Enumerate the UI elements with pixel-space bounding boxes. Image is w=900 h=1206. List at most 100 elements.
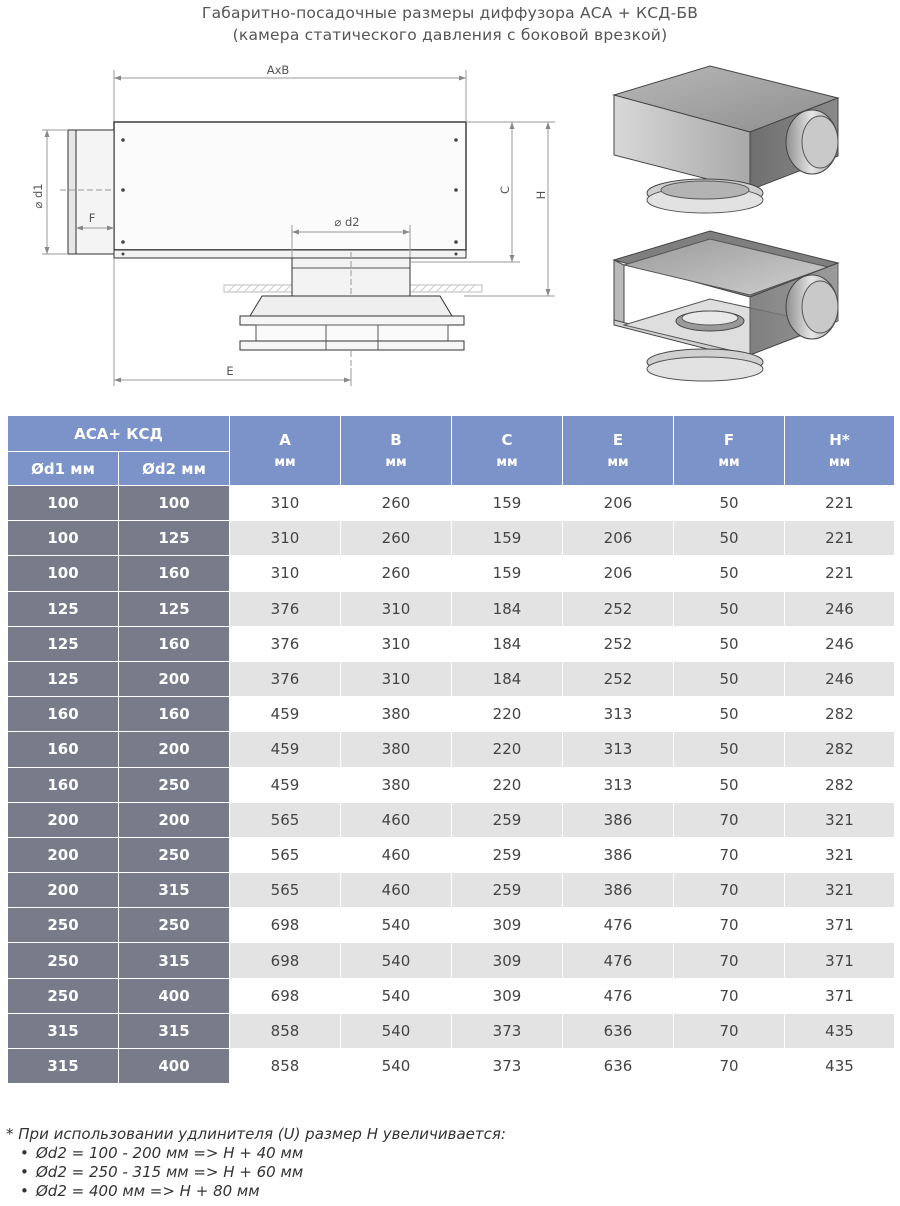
table-cell: 321	[784, 872, 895, 909]
table-key-cell: 200	[7, 836, 119, 874]
plenum-render-closed	[612, 65, 840, 214]
table-cell: 435	[784, 1047, 895, 1085]
table-cell: 540	[340, 1047, 452, 1085]
dim-label-axb: AxB	[267, 63, 290, 77]
table-cell: 313	[562, 731, 674, 768]
table-cell: 260	[340, 484, 452, 522]
table-key-cell: 250	[118, 766, 230, 803]
table-cell: 459	[229, 766, 341, 803]
dimension-drawing: AxB ⌀ d1 F ⌀ d2 C H E	[31, 63, 555, 386]
dim-label-h: H	[534, 191, 548, 200]
table-cell: 221	[784, 520, 895, 557]
table-key-cell: 160	[118, 625, 230, 662]
table-cell: 380	[340, 731, 452, 768]
table-cell: 159	[451, 555, 563, 592]
table-cell: 70	[673, 872, 785, 909]
table-cell: 246	[784, 625, 895, 662]
dim-label-c: C	[498, 186, 512, 194]
table-key-cell: 315	[7, 1012, 119, 1050]
table-cell: 540	[340, 1012, 452, 1050]
dim-label-d2: ⌀ d2	[334, 215, 359, 229]
table-cell: 636	[562, 1047, 674, 1085]
table-cell: 476	[562, 942, 674, 979]
table-cell: 376	[229, 660, 341, 698]
table-cell: 50	[673, 484, 785, 522]
table-cell: 310	[229, 484, 341, 522]
table-cell: 321	[784, 801, 895, 838]
table-key-cell: 200	[118, 731, 230, 768]
table-cell: 371	[784, 907, 895, 944]
table-cell: 70	[673, 801, 785, 838]
table-cell: 380	[340, 766, 452, 803]
table-cell: 252	[562, 625, 674, 662]
table-cell: 565	[229, 872, 341, 909]
table-cell: 159	[451, 520, 563, 557]
table-key-cell: 100	[7, 484, 119, 522]
table-cell: 310	[229, 520, 341, 557]
table-cell: 386	[562, 801, 674, 838]
footnote-item: •Ød2 = 400 мм => H + 80 мм	[20, 1182, 260, 1200]
plenum-render-cutaway	[612, 230, 840, 382]
footnote-item: •Ød2 = 100 - 200 мм => H + 40 мм	[20, 1144, 304, 1162]
table-cell: 50	[673, 555, 785, 592]
table-cell: 376	[229, 625, 341, 662]
table-cell: 184	[451, 660, 563, 698]
table-cell: 252	[562, 590, 674, 627]
table-cell: 459	[229, 731, 341, 768]
table-cell: 698	[229, 942, 341, 979]
table-cell: 309	[451, 977, 563, 1014]
table-key-cell: 200	[7, 872, 119, 909]
table-cell: 252	[562, 660, 674, 698]
table-key-cell: 315	[118, 942, 230, 979]
table-cell: 309	[451, 907, 563, 944]
dim-label-e: E	[226, 364, 233, 378]
table-cell: 386	[562, 836, 674, 874]
table-cell: 540	[340, 907, 452, 944]
table-cell: 460	[340, 872, 452, 909]
table-cell: 246	[784, 660, 895, 698]
table-cell: 310	[340, 625, 452, 662]
table-cell: 321	[784, 836, 895, 874]
table-cell: 184	[451, 625, 563, 662]
table-key-cell: 100	[7, 520, 119, 557]
table-cell: 565	[229, 801, 341, 838]
table-cell: 70	[673, 836, 785, 874]
table-cell: 259	[451, 801, 563, 838]
table-cell: 260	[340, 520, 452, 557]
table-cell: 310	[340, 660, 452, 698]
table-cell: 50	[673, 660, 785, 698]
table-key-cell: 250	[7, 977, 119, 1014]
table-key-cell: 315	[118, 872, 230, 909]
table-key-cell: 400	[118, 1047, 230, 1085]
footnote-item: •Ød2 = 250 - 315 мм => H + 60 мм	[20, 1163, 304, 1181]
header-d2: Ød2 мм	[118, 451, 230, 486]
table-key-cell: 200	[7, 801, 119, 838]
table-key-cell: 250	[7, 942, 119, 979]
table-cell: 476	[562, 907, 674, 944]
table-cell: 282	[784, 731, 895, 768]
table-cell: 220	[451, 731, 563, 768]
table-cell: 313	[562, 696, 674, 733]
table-cell: 380	[340, 696, 452, 733]
table-cell: 540	[340, 977, 452, 1014]
page-title: Габаритно-посадочные размеры диффузора А…	[201, 4, 699, 22]
table-key-cell: 160	[7, 766, 119, 803]
dim-label-f: F	[89, 211, 96, 225]
table-key-cell: 315	[118, 1012, 230, 1050]
table-cell: 70	[673, 977, 785, 1014]
table-key-cell: 125	[118, 590, 230, 627]
table-cell: 858	[229, 1012, 341, 1050]
